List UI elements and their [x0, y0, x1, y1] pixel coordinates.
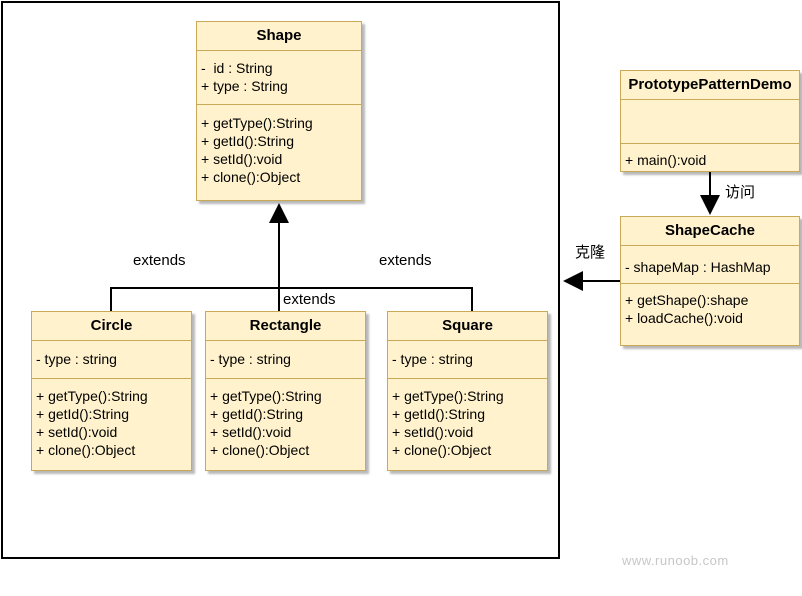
watermark-text: www.runoob.com: [622, 553, 729, 568]
member-line: + main():void: [625, 152, 707, 168]
class-shape[interactable]: Shape - id : String + type : String + get…: [196, 21, 362, 201]
class-shape-attributes: - id : String + type : String: [197, 51, 361, 105]
class-shape-cache[interactable]: ShapeCache - shapeMap : HashMap + getSha…: [620, 216, 800, 346]
member-line: + getId():String: [36, 406, 129, 422]
member-line: - type : string: [392, 351, 473, 367]
class-square-attributes: - type : string: [388, 341, 547, 379]
member-line: + getId():String: [210, 406, 303, 422]
class-rectangle[interactable]: Rectangle - type : string + getType():St…: [205, 311, 366, 471]
class-prototype-pattern-demo[interactable]: PrototypePatternDemo + main():void: [620, 70, 800, 172]
label-clone: 克隆: [575, 244, 606, 261]
class-demo-name: PrototypePatternDemo: [621, 71, 799, 100]
class-shape-name: Shape: [197, 22, 361, 51]
class-rectangle-methods: + getType():String + getId():String + setI…: [206, 379, 365, 459]
member-line: + clone():Object: [210, 442, 310, 458]
inheritance-line-circle: [110, 287, 473, 311]
member-line: + getShape():shape: [625, 292, 749, 308]
member-line: + getId():String: [392, 406, 485, 422]
class-shape-methods: + getType():String + getId():String + setI…: [197, 105, 361, 186]
member-line: + clone():Object: [36, 442, 136, 458]
member-line: + setId():void: [36, 424, 118, 440]
label-extends-center: extends: [283, 291, 336, 308]
class-square-methods: + getType():String + getId():String + setI…: [388, 379, 547, 459]
class-cache-attributes: - shapeMap : HashMap: [621, 246, 799, 284]
class-circle[interactable]: Circle - type : string + getType():Strin…: [31, 311, 192, 471]
member-line: + clone():Object: [201, 169, 301, 185]
member-line: + setId():void: [392, 424, 474, 440]
member-line: + loadCache():void: [625, 310, 743, 326]
class-rectangle-name: Rectangle: [206, 312, 365, 341]
member-line: + clone():Object: [392, 442, 492, 458]
class-circle-methods: + getType():String + getId():String + setI…: [32, 379, 191, 459]
member-line: - shapeMap : HashMap: [625, 259, 771, 275]
member-line: + getType():String: [210, 388, 322, 404]
class-demo-attributes: [621, 100, 799, 144]
member-line: - id : String: [201, 60, 273, 76]
member-line: - type : string: [36, 351, 117, 367]
member-line: + getType():String: [392, 388, 504, 404]
class-circle-name: Circle: [32, 312, 191, 341]
member-line: + getType():String: [36, 388, 148, 404]
class-cache-name: ShapeCache: [621, 217, 799, 246]
class-square-name: Square: [388, 312, 547, 341]
package-frame: [1, 1, 560, 559]
class-rectangle-attributes: - type : string: [206, 341, 365, 379]
member-line: + type : String: [201, 78, 288, 94]
class-circle-attributes: - type : string: [32, 341, 191, 379]
label-access: 访问: [725, 184, 756, 201]
member-line: - type : string: [210, 351, 291, 367]
class-demo-methods: + main():void: [621, 144, 799, 169]
class-square[interactable]: Square - type : string + getType():Strin…: [387, 311, 548, 471]
member-line: + setId():void: [210, 424, 292, 440]
label-extends-right: extends: [379, 252, 432, 269]
member-line: + getId():String: [201, 133, 294, 149]
label-extends-left: extends: [133, 252, 186, 269]
member-line: + getType():String: [201, 115, 313, 131]
class-cache-methods: + getShape():shape + loadCache():void: [621, 284, 799, 327]
member-line: + setId():void: [201, 151, 283, 167]
